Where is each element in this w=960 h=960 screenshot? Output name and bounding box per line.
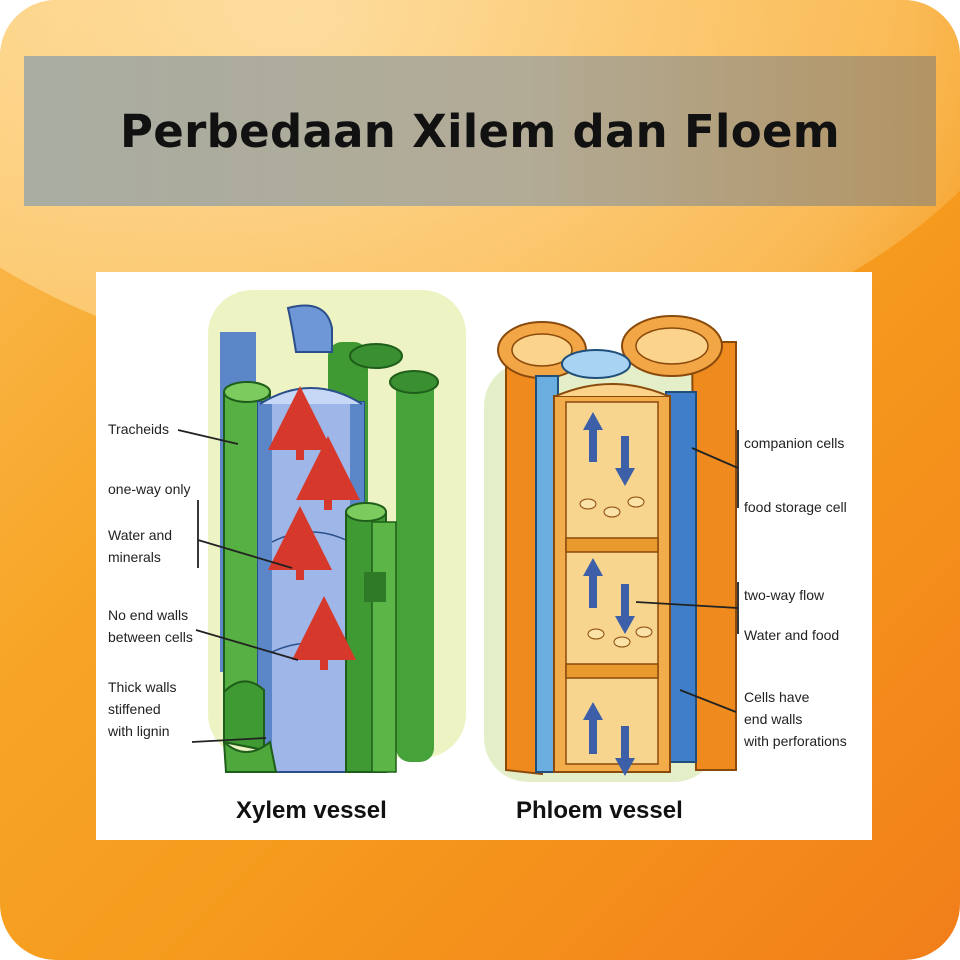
label-thick-2: stiffened xyxy=(108,701,161,717)
label-no-end-2: between cells xyxy=(108,629,193,645)
label-cells-2: end walls xyxy=(744,711,802,727)
arrow-down-blue-icon xyxy=(615,436,635,776)
label-no-end-1: No end walls xyxy=(108,607,188,623)
xylem-phloem-diagram: Tracheids one-way only Water and mineral… xyxy=(96,272,872,840)
phloem-leader-lines xyxy=(635,430,739,713)
phloem-labels: companion cells food storage cell two-wa… xyxy=(743,435,847,749)
label-water-1: Water and xyxy=(108,527,172,543)
xylem-top-curl xyxy=(286,304,333,353)
label-tracheids: Tracheids xyxy=(108,421,169,437)
label-water-2: minerals xyxy=(108,549,161,565)
label-food-storage: food storage cell xyxy=(744,499,847,515)
xylem-illustration xyxy=(208,290,466,773)
arrow-up-red-icon xyxy=(268,386,360,670)
phloem-illustration xyxy=(484,315,737,782)
xylem-leader-lines xyxy=(177,429,299,743)
sieve-plate-2 xyxy=(565,663,659,679)
arrow-up-blue-icon xyxy=(583,412,603,754)
title-bar: Perbedaan Xilem dan Floem xyxy=(24,56,936,206)
xylem-caption: Xylem vessel xyxy=(236,797,387,824)
sieve-plate-1 xyxy=(565,537,659,553)
label-two-way: two-way flow xyxy=(744,587,825,603)
label-thick-3: with lignin xyxy=(107,723,169,739)
label-one-way: one-way only xyxy=(108,481,191,497)
phloem-right-tube xyxy=(690,341,737,771)
label-companion: companion cells xyxy=(744,435,844,451)
label-cells-3: with perforations xyxy=(743,733,847,749)
diagram-svg: Tracheids one-way only Water and mineral… xyxy=(107,290,847,824)
label-water-food: Water and food xyxy=(744,627,839,643)
slide-title: Perbedaan Xilem dan Floem xyxy=(120,104,840,158)
phloem-caption: Phloem vessel xyxy=(516,797,683,824)
xylem-labels: Tracheids one-way only Water and mineral… xyxy=(107,421,193,739)
label-cells-1: Cells have xyxy=(744,689,810,705)
xylem-back-tube-2 xyxy=(396,372,434,762)
label-thick-1: Thick walls xyxy=(108,679,176,695)
